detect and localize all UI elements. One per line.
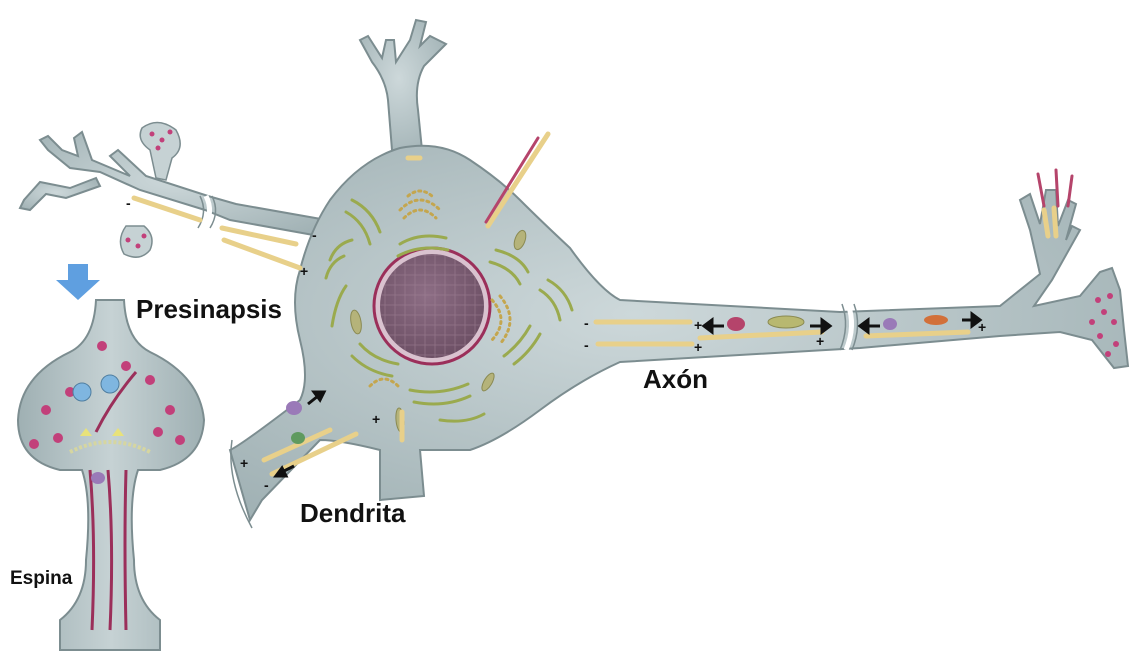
svg-text:-: - [312,227,317,243]
svg-text:-: - [126,195,131,211]
axon-label: Axón [643,364,708,395]
svg-text:-: - [584,315,589,331]
nucleus [374,248,490,364]
svg-text:+: + [816,333,824,349]
presinapsis-label: Presinapsis [136,294,282,325]
blue-down-arrow-icon [56,264,100,300]
dendrita-label: Dendrita [300,498,405,529]
svg-text:+: + [300,263,308,279]
svg-text:+: + [372,411,380,427]
svg-text:+: + [694,317,702,333]
svg-text:+: + [978,319,986,335]
svg-text:-: - [584,337,589,353]
svg-text:-: - [264,477,269,493]
espina-label: Espina [10,568,72,590]
svg-text:+: + [694,339,702,355]
svg-text:+: + [240,455,248,471]
